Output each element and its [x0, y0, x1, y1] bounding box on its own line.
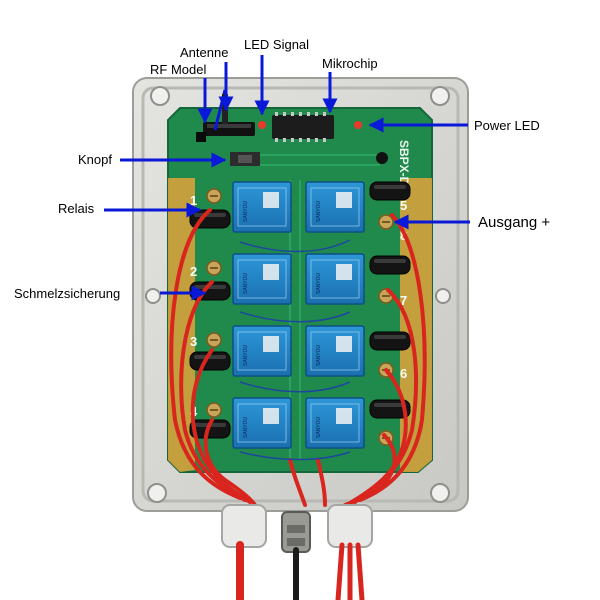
relay: SANYOU — [305, 253, 365, 305]
relay-brand-text: SANYOU — [316, 416, 322, 438]
button — [230, 152, 260, 166]
relay-brand-text: SANYOU — [316, 200, 322, 222]
label-relais: Relais — [58, 201, 95, 216]
power-led — [354, 121, 362, 129]
relay-brand-text: SANYOU — [243, 344, 249, 366]
label-rf-model: RF Model — [150, 62, 207, 77]
terminal-screw — [206, 260, 222, 276]
fuse — [189, 419, 231, 439]
channel-number-3: 3 — [190, 334, 197, 349]
led-signal — [258, 121, 266, 129]
terminal-screw — [206, 332, 222, 348]
relay-brand-text: SANYOU — [243, 416, 249, 438]
label-power-led: Power LED — [474, 118, 540, 133]
relay: SANYOU — [232, 325, 292, 377]
relay: SANYOU — [305, 397, 365, 449]
relay-group: SANYOU SANYOU SANYOU SANYOU SANYOU SANYOU SANY… — [232, 181, 365, 449]
red-wires — [169, 208, 427, 507]
channel-number-1: 1 — [190, 193, 197, 208]
label-schmelzsicherung: Schmelzsicherung — [14, 286, 121, 301]
channel-number-7: 7 — [400, 293, 407, 308]
relay-brand-text: SANYOU — [243, 200, 249, 222]
fuse — [369, 181, 411, 201]
label-led-signal: LED Signal — [244, 37, 310, 52]
terminal-screw — [378, 214, 394, 230]
fuse — [369, 399, 411, 419]
terminal-screw — [206, 188, 222, 204]
relay: SANYOU — [232, 397, 292, 449]
relay: SANYOU — [232, 181, 292, 233]
cable-glands — [221, 504, 373, 553]
relay-brand-text: SANYOU — [316, 272, 322, 294]
callout-arrows — [104, 55, 470, 301]
label-knopf: Knopf — [78, 152, 112, 167]
fuse — [369, 331, 411, 351]
relay-brand-text: SANYOU — [243, 272, 249, 294]
relay: SANYOU — [232, 253, 292, 305]
channel-number-2: 2 — [190, 264, 197, 279]
board-model-text: SBPX-DC — [397, 140, 411, 194]
microchip — [272, 112, 334, 142]
terminal-screw — [206, 402, 222, 418]
relay: SANYOU — [305, 325, 365, 377]
fuse — [369, 255, 411, 275]
label-ausgang: Ausgang + — [478, 214, 551, 231]
label-antenne: Antenne — [180, 45, 229, 60]
relay: SANYOU — [305, 181, 365, 233]
relay-brand-text: SANYOU — [316, 344, 322, 366]
label-mikrochip: Mikrochip — [322, 56, 378, 71]
channel-number-5: 5 — [400, 198, 407, 213]
channel-number-6: 6 — [400, 366, 407, 381]
corner-screws — [145, 86, 451, 503]
